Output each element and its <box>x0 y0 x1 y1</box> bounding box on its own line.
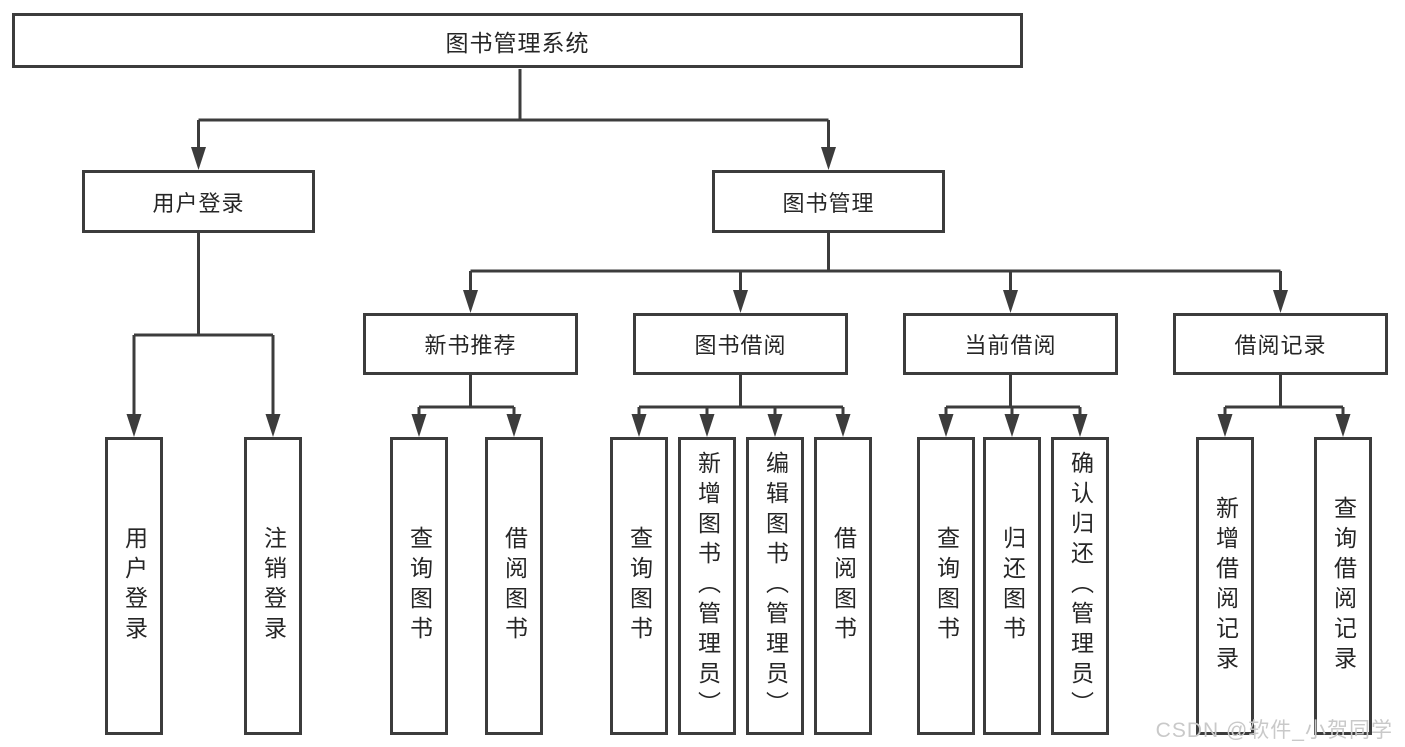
node-book-borrowing: 图书借阅 <box>633 313 848 375</box>
leaf-borrow-books-recommend: 借阅图书 <box>485 437 543 735</box>
node-label: 新增图书（管理员） <box>694 451 721 721</box>
node-label: 查询借阅记录 <box>1330 496 1357 676</box>
node-label: 查询图书 <box>933 526 960 646</box>
node-label: 确认归还（管理员） <box>1067 451 1094 721</box>
leaf-logout: 注销登录 <box>244 437 302 735</box>
node-library-management-system: 图书管理系统 <box>12 13 1023 68</box>
leaf-query-books-recommend: 查询图书 <box>390 437 448 735</box>
leaf-add-book-admin: 新增图书（管理员） <box>678 437 736 735</box>
node-label: 注销登录 <box>260 526 287 646</box>
leaf-return-book: 归还图书 <box>983 437 1041 735</box>
node-label: 归还图书 <box>999 526 1026 646</box>
node-label: 借阅图书 <box>501 526 528 646</box>
leaf-borrow-books: 借阅图书 <box>814 437 872 735</box>
node-label: 借阅记录 <box>1234 333 1327 358</box>
node-label: 编辑图书（管理员） <box>762 451 789 721</box>
node-borrowing-records: 借阅记录 <box>1173 313 1388 375</box>
node-user-login: 用户登录 <box>82 170 315 233</box>
leaf-query-books-borrow: 查询图书 <box>610 437 668 735</box>
csdn-watermark: CSDN @软件_小贺同学 <box>1155 719 1393 742</box>
node-label: 新增借阅记录 <box>1212 496 1239 676</box>
leaf-edit-book-admin: 编辑图书（管理员） <box>746 437 804 735</box>
node-label: 图书管理 <box>782 190 875 216</box>
node-label: 图书借阅 <box>694 333 787 358</box>
leaf-query-borrow-record: 查询借阅记录 <box>1314 437 1372 735</box>
node-book-management: 图书管理 <box>712 170 945 233</box>
node-label: 用户登录 <box>121 526 148 646</box>
node-label: 图书管理系统 <box>445 29 590 56</box>
node-new-book-recommend: 新书推荐 <box>363 313 578 375</box>
leaf-user-login: 用户登录 <box>105 437 163 735</box>
leaf-query-books-current: 查询图书 <box>917 437 975 735</box>
node-label: 新书推荐 <box>424 333 517 358</box>
node-label: 查询图书 <box>626 526 653 646</box>
leaf-add-borrow-record: 新增借阅记录 <box>1196 437 1254 735</box>
node-label: 借阅图书 <box>830 526 857 646</box>
node-label: 查询图书 <box>406 526 433 646</box>
node-label: 用户登录 <box>152 190 245 216</box>
node-label: 当前借阅 <box>964 333 1057 358</box>
leaf-confirm-return-admin: 确认归还（管理员） <box>1051 437 1109 735</box>
node-current-borrowing: 当前借阅 <box>903 313 1118 375</box>
